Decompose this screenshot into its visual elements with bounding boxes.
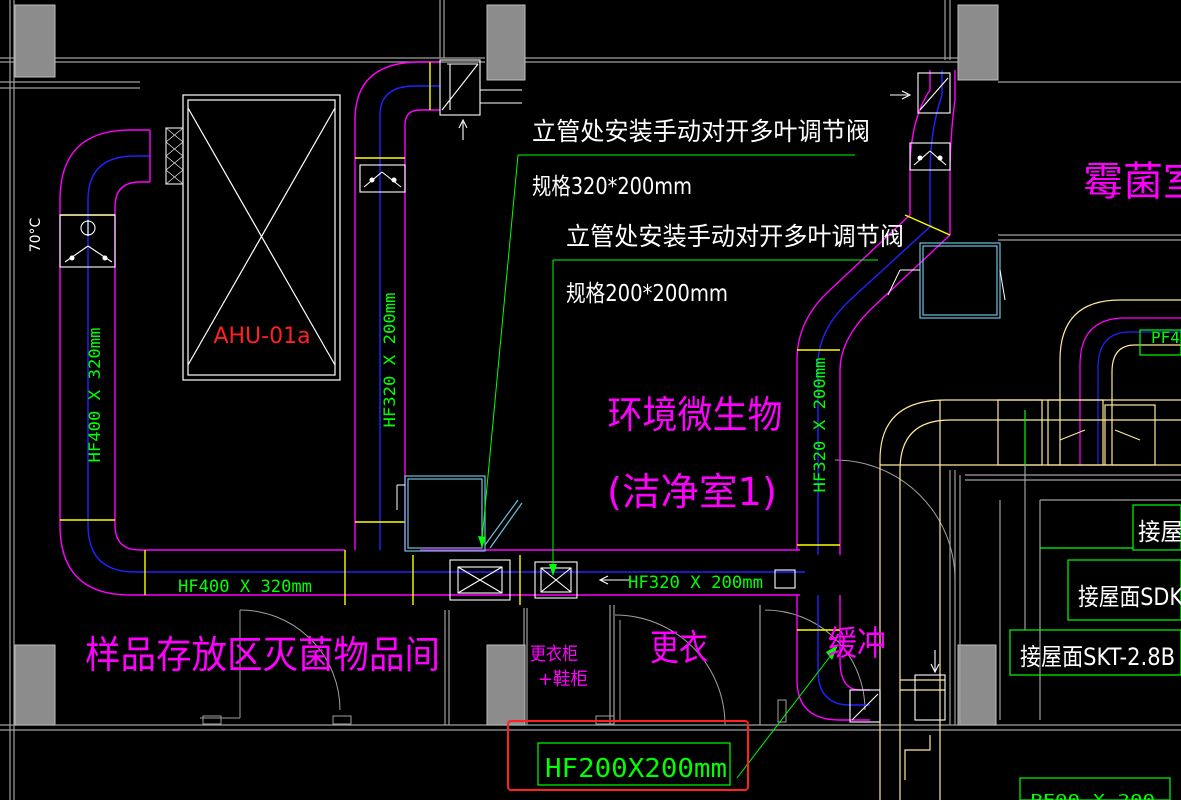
volume-dampers	[404, 242, 1001, 552]
leader-lines	[481, 154, 878, 779]
room-buffer: 缓冲	[828, 624, 886, 664]
label-roof-top: 接屋	[1138, 518, 1181, 546]
right-equipment	[879, 299, 1181, 800]
highlight-box[interactable]	[507, 720, 749, 791]
ahu-label: AHU-01a	[213, 324, 310, 349]
label-bottom-partial: PF00 X 200	[1030, 791, 1155, 800]
room-locker-line1: 更衣柜	[530, 644, 578, 665]
damper-handles	[396, 269, 1006, 510]
door-swings	[200, 459, 956, 726]
damper-note-2-line2: 规格200*200mm	[566, 281, 728, 307]
room-locker-line2: +鞋柜	[538, 669, 588, 690]
dampers-diffusers	[59, 59, 951, 723]
damper-note-1-line1: 立管处安装手动对开多叶调节阀	[532, 117, 870, 146]
room-sample-storage: 样品存放区灭菌物品间	[85, 633, 440, 677]
duct-flanges	[60, 62, 951, 631]
room-mold: 霉菌室	[1083, 159, 1181, 205]
duct-label-left-vertical: HF400 X 320mm	[85, 328, 104, 463]
damper-note-2-line1: 立管处安装手动对开多叶调节阀	[566, 222, 904, 251]
temperature-label: 70°C	[28, 217, 44, 252]
room-changing: 更衣	[650, 628, 708, 669]
duct-outer-edge	[59, 129, 420, 596]
duct-label-middle-vertical: HF320 X 200mm	[380, 293, 399, 428]
duct-label-right-vertical: HF320 X 200mm	[810, 358, 829, 493]
highlight-duct-label[interactable]: HF200X200mm	[545, 754, 727, 784]
duct-centerline	[87, 155, 420, 573]
damper-note-1-line2: 规格320*200mm	[532, 174, 692, 200]
label-roof-bottom: 接屋面SKT-2.8B	[1020, 643, 1175, 671]
room-environment-line2: (洁净室1)	[607, 470, 777, 514]
label-pf: PF4	[1151, 328, 1180, 347]
duct-inner-edge	[114, 181, 345, 551]
structural-columns	[14, 4, 999, 726]
supply-duct-network	[59, 61, 956, 721]
duct-label-bottom-left: HF400 X 320mm	[178, 577, 312, 597]
leader-arrows	[478, 536, 838, 660]
room-environment-line1: 环境微生物	[608, 393, 783, 437]
ahu-unit	[165, 94, 341, 381]
label-box	[537, 742, 731, 786]
label-roof-mid: 接屋面SDK	[1078, 583, 1181, 611]
duct-label-bottom-right: HF320 X 200mm	[628, 573, 763, 593]
